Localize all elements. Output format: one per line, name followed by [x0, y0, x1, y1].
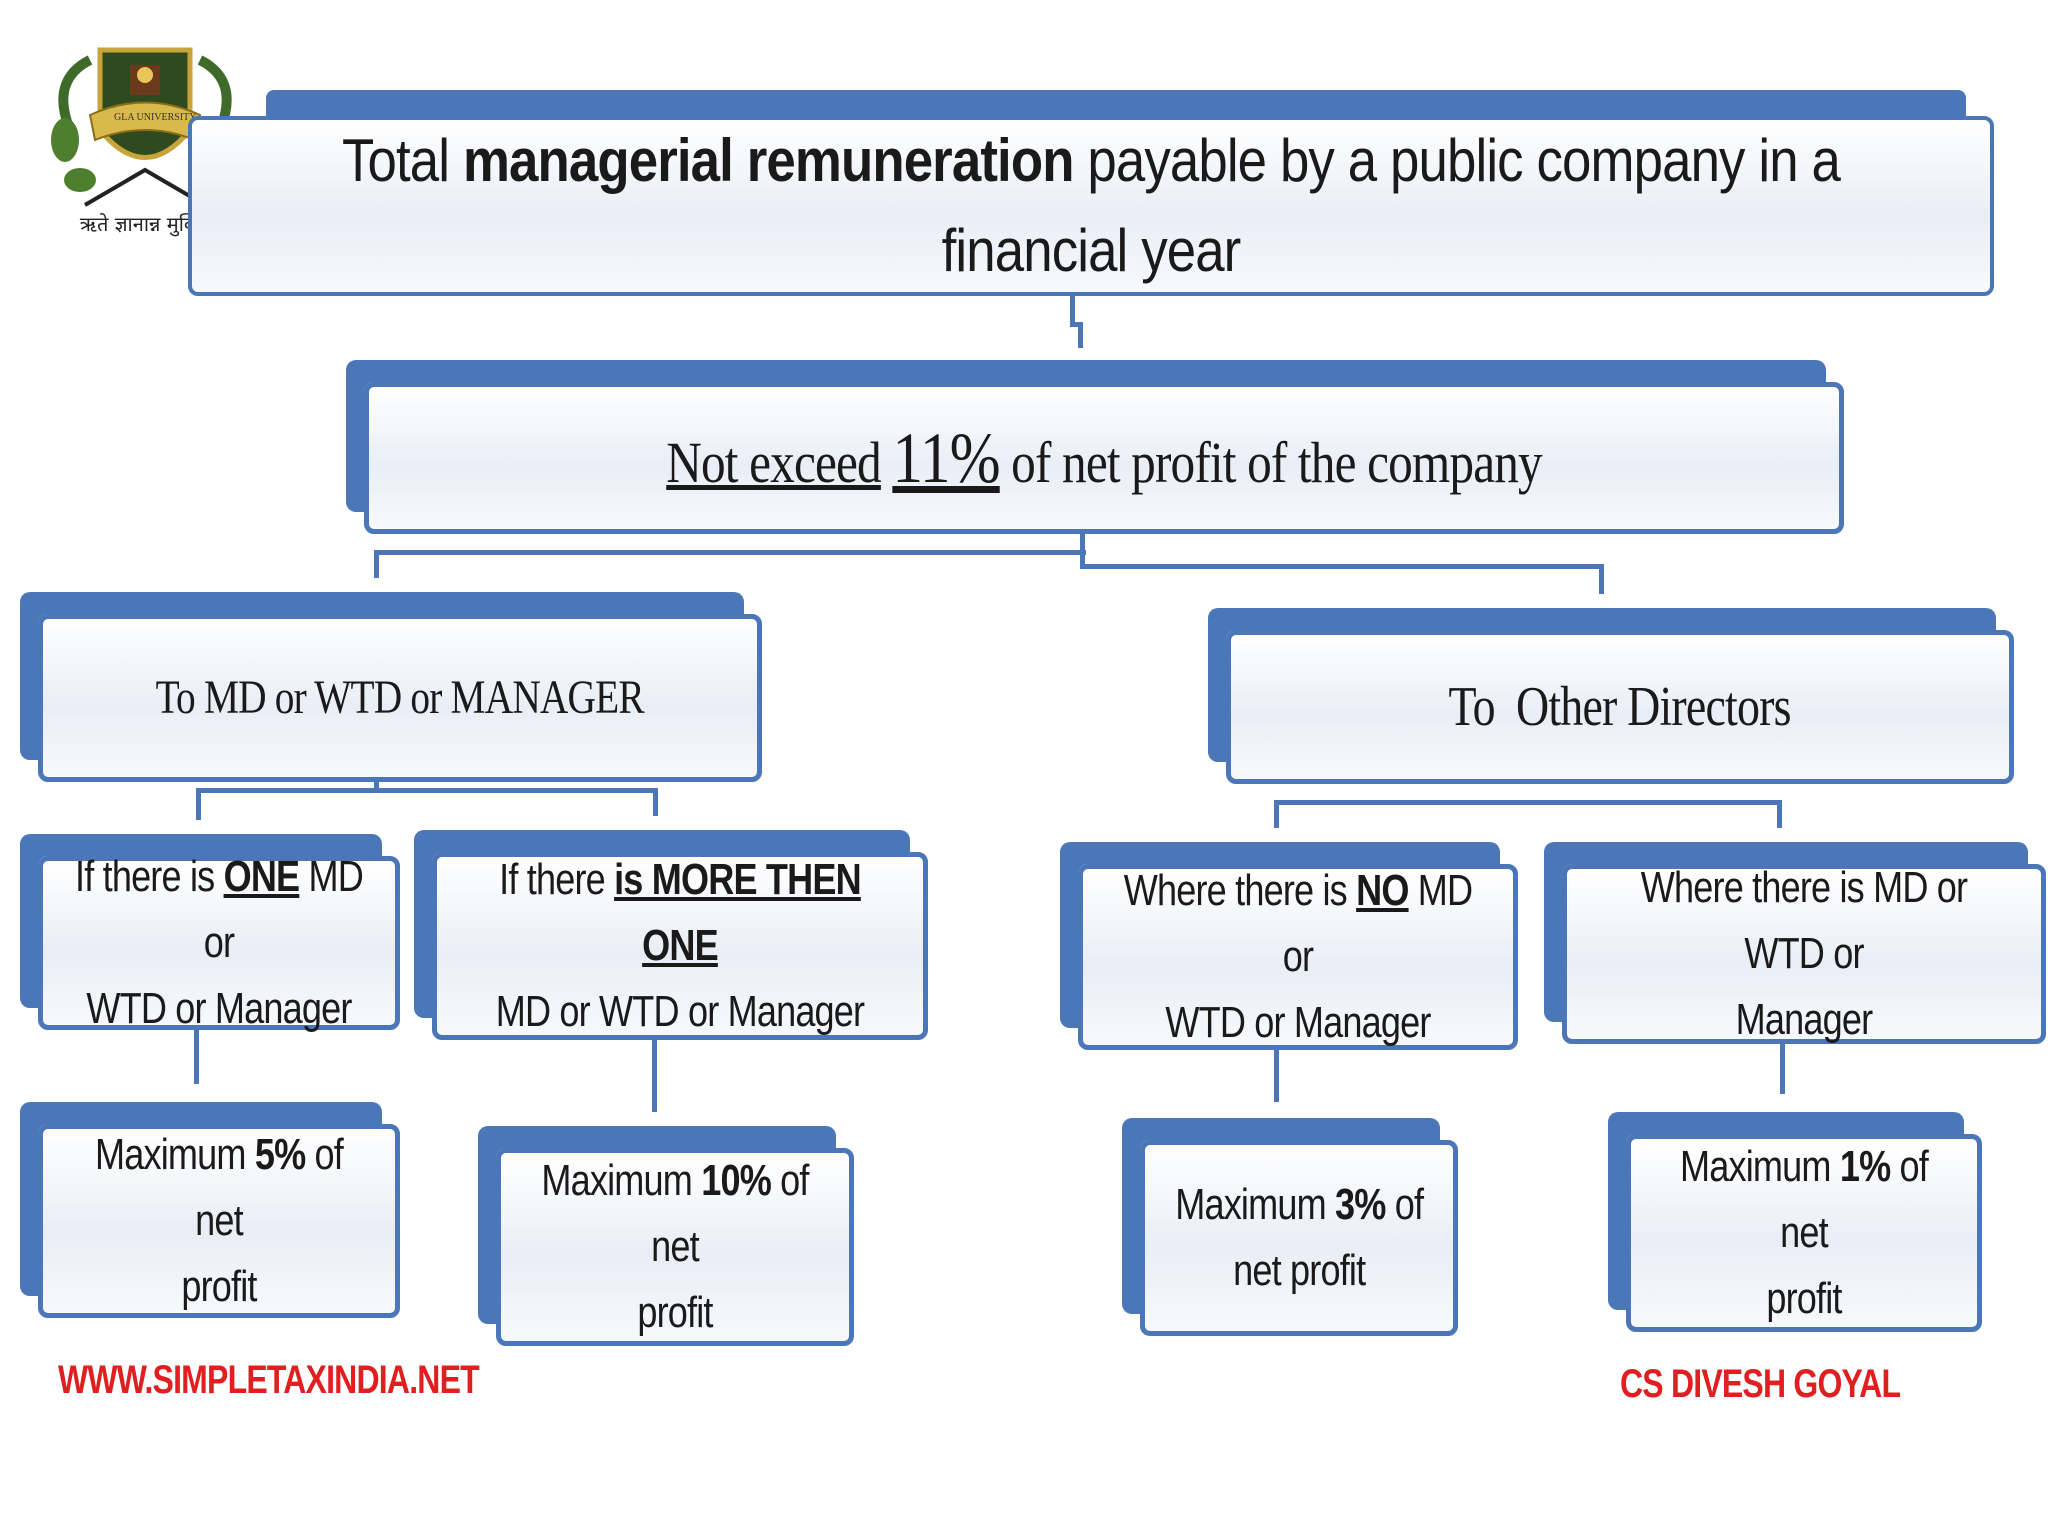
case-is-line2: Manager — [1735, 995, 1873, 1044]
case-no-text: Where there is NO MD or WTD or Manager — [1122, 858, 1475, 1056]
branch-left-label: To MD or WTD or MANAGER — [155, 671, 645, 724]
limit-10-em: 10% — [701, 1156, 772, 1205]
limit-5-pre: Maximum — [95, 1130, 255, 1179]
case-more-em: is MORE THEN ONE — [614, 855, 862, 970]
branch-other-directors: To Other Directors — [1226, 630, 2014, 784]
case-md-exists: Where there is MD or WTD or Manager — [1562, 863, 2046, 1044]
case-one-text: If there is ONE MD or WTD or Manager — [75, 844, 364, 1042]
limit-11-rest: of net profit of the company — [999, 430, 1543, 495]
case-one-em: ONE — [223, 852, 301, 901]
limit-1-pre: Maximum — [1680, 1142, 1840, 1191]
author-label: CS DIVESH GOYAL — [1620, 1362, 1901, 1406]
case-more-pre: If there — [499, 855, 615, 904]
limit-1-text: Maximum 1% of net profit — [1662, 1134, 1946, 1332]
connector — [1078, 322, 1083, 348]
branch-md-wtd-manager: To MD or WTD or MANAGER — [38, 614, 762, 782]
limit-5-text: Maximum 5% of net profit — [75, 1122, 364, 1320]
connector — [1274, 800, 1782, 805]
connector — [374, 550, 1086, 555]
case-is-line1: Where there is MD or WTD or — [1640, 863, 1968, 978]
case-no-pre: Where there is — [1123, 866, 1357, 915]
limit-5-post: of net — [195, 1130, 344, 1245]
connector — [1780, 1044, 1785, 1094]
limit-3-pre: Maximum — [1174, 1180, 1335, 1229]
connector — [196, 788, 658, 793]
limit-3-post: of — [1385, 1180, 1424, 1229]
limit-10-post: of net — [651, 1156, 809, 1271]
case-no-em: NO — [1356, 866, 1409, 915]
limit-5-box: Maximum 5% of net profit — [38, 1124, 400, 1318]
title-box-bar — [266, 90, 1966, 116]
limit-11-underline-a: Not exceed — [666, 430, 881, 495]
limit-1-line2: profit — [1766, 1274, 1842, 1323]
limit-11-text: Not exceed 11% of net profit of the comp… — [666, 404, 1542, 512]
branch-right-label: To Other Directors — [1448, 676, 1792, 738]
limit-1-post: of net — [1780, 1142, 1929, 1257]
limit-5-line2: profit — [181, 1262, 257, 1311]
limit-3-text: Maximum 3% of net profit — [1174, 1172, 1424, 1304]
page-title: Total managerial remuneration payable by… — [300, 116, 1882, 296]
limit-1-em: 1% — [1839, 1142, 1891, 1191]
case-more-line2: MD or WTD or Manager — [495, 987, 865, 1036]
limit-11-box: Not exceed 11% of net profit of the comp… — [364, 382, 1844, 534]
connector — [196, 788, 201, 820]
limit-11-underline-b: 11% — [892, 418, 1000, 498]
connector — [374, 782, 379, 792]
connector — [1599, 564, 1604, 594]
case-one-line2: WTD or Manager — [86, 984, 352, 1033]
case-is-text: Where there is MD or WTD or Manager — [1610, 855, 1999, 1053]
connector — [1777, 800, 1782, 828]
limit-3-line2: net profit — [1232, 1246, 1366, 1295]
limit-10-pre: Maximum — [541, 1156, 702, 1205]
connector — [374, 550, 379, 578]
connector — [1070, 296, 1075, 326]
case-more-text: If there is MORE THEN ONE MD or WTD or M… — [481, 847, 880, 1045]
connector — [1274, 800, 1279, 828]
logo-name: GLA UNIVERSITY — [114, 112, 197, 123]
connector — [1080, 564, 1604, 569]
connector — [194, 1030, 199, 1084]
limit-10-text: Maximum 10% of net profit — [532, 1148, 817, 1346]
case-one-md: If there is ONE MD or WTD or Manager — [38, 852, 400, 1033]
title-part2: payable by a public company in a financi… — [941, 127, 1841, 284]
connector — [652, 1040, 657, 1112]
case-no-line2: WTD or Manager — [1165, 998, 1431, 1047]
limit-3-box: Maximum 3% of net profit — [1140, 1140, 1458, 1336]
limit-1-box: Maximum 1% of net profit — [1626, 1134, 1982, 1332]
connector — [653, 788, 658, 816]
connector — [1070, 322, 1082, 327]
case-more-than-one: If there is MORE THEN ONE MD or WTD or M… — [432, 852, 928, 1040]
connector — [1274, 1050, 1279, 1102]
case-one-pre: If there is — [75, 852, 224, 901]
title-part1: Total — [342, 127, 463, 194]
limit-10-box: Maximum 10% of net profit — [496, 1148, 854, 1346]
case-no-post: MD or — [1282, 866, 1473, 981]
limit-5-em: 5% — [254, 1130, 306, 1179]
case-one-post: MD or — [203, 852, 364, 967]
limit-3-em: 3% — [1334, 1180, 1386, 1229]
title-box: Total managerial remuneration payable by… — [188, 90, 1994, 296]
website-label: WWW.SIMPLETAXINDIA.NET — [58, 1358, 480, 1402]
title-bold: managerial remuneration — [462, 127, 1075, 194]
case-no-md: Where there is NO MD or WTD or Manager — [1078, 864, 1518, 1050]
limit-10-line2: profit — [637, 1288, 713, 1337]
